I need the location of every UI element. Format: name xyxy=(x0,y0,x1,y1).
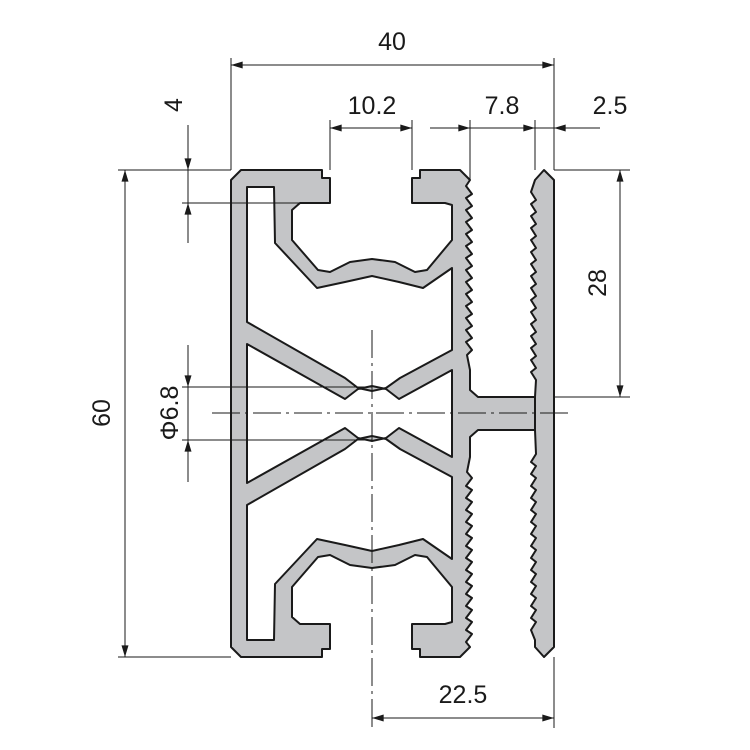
dim-plate-height: 28 xyxy=(584,269,612,297)
dim-slot-width: 10.2 xyxy=(348,92,397,120)
dim-lip-height: 4 xyxy=(160,98,188,112)
profile-body xyxy=(230,169,536,658)
dim-offset: 22.5 xyxy=(439,681,488,709)
dimension-lines xyxy=(121,61,624,722)
dim-bore-diameter: Φ6.8 xyxy=(156,386,184,441)
dim-overall-height: 60 xyxy=(88,399,116,427)
dim-overall-width: 40 xyxy=(378,28,406,56)
dim-plate-thickness: 2.5 xyxy=(593,92,628,120)
extension-lines xyxy=(118,58,630,728)
dim-gap-width: 7.8 xyxy=(485,92,520,120)
